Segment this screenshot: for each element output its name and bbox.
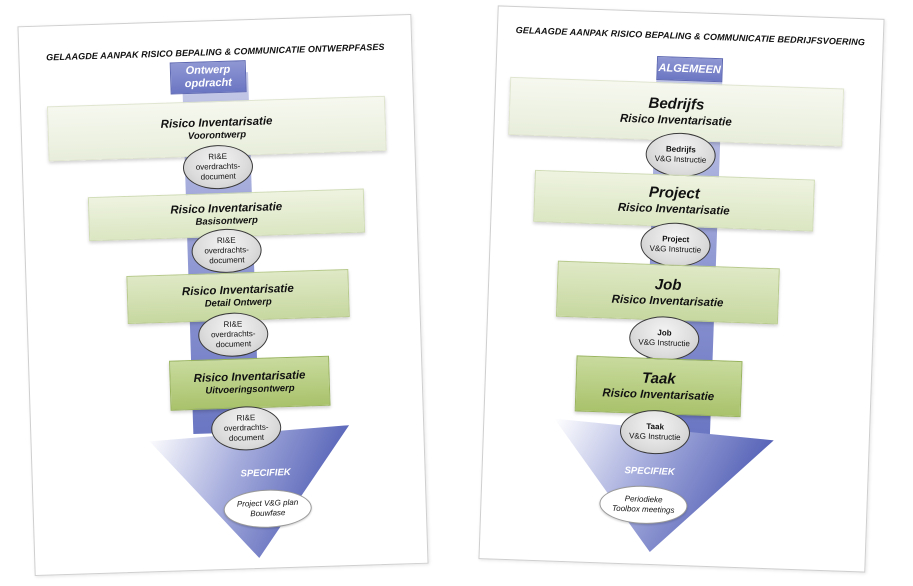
oval-text: V&G Instructie (638, 337, 691, 349)
right-band-taak: Taak Risico Inventarisatie (574, 355, 743, 418)
left-specifiek-label: SPECIFIEK (240, 466, 291, 480)
right-band-4-title: Taak (641, 369, 676, 388)
right-band-2-subtitle: Risico Inventarisatie (617, 201, 730, 218)
oval-text: V&G Instructie (654, 153, 707, 165)
oval-text: document (209, 255, 245, 266)
end-oval-text: Toolbox meetings (611, 503, 675, 515)
left-page-title: GELAAGDE AANPAK RISICO BEPALING & COMMUN… (45, 41, 385, 63)
left-band-2-subtitle: Basisontwerp (195, 214, 258, 228)
oval-text: RI&E (208, 151, 228, 162)
left-header-line2: opdracht (184, 76, 233, 91)
right-header-box: ALGEMEEN (656, 56, 724, 83)
left-oval-3: RI&E overdrachts- document (197, 311, 269, 358)
left-band-3-subtitle: Detail Ontwerp (204, 296, 272, 310)
right-band-2-title: Project (648, 183, 701, 203)
left-band-4-subtitle: Uitvoeringsontwerp (205, 382, 295, 397)
oval-text: Taak (646, 421, 665, 432)
oval-text: Job (657, 328, 672, 338)
oval-text: RI&E (223, 319, 243, 329)
right-band-4-subtitle: Risico Inventarisatie (602, 387, 715, 404)
right-band-3-title: Job (654, 276, 682, 294)
right-arrow-head (554, 418, 774, 553)
oval-text: V&G Instructie (649, 243, 702, 255)
left-header-box: Ontwerp opdracht (169, 60, 247, 95)
right-header-label: ALGEMEEN (658, 61, 722, 76)
right-document-page: GELAAGDE AANPAK RISICO BEPALING & COMMUN… (478, 5, 885, 573)
end-oval-text: Bouwfase (250, 508, 286, 519)
left-band-1-subtitle: Voorontwerp (187, 128, 247, 142)
oval-text: V&G Instructie (628, 431, 681, 443)
left-band-uitvoeringsontwerp: Risico Inventarisatie Uitvoeringsontwerp (169, 355, 331, 411)
left-document-page: GELAAGDE AANPAK RISICO BEPALING & COMMUN… (17, 13, 429, 577)
oval-text: document (215, 339, 252, 350)
right-page-title: GELAAGDE AANPAK RISICO BEPALING & COMMUN… (515, 25, 866, 48)
right-band-job: Job Risico Inventarisatie (555, 260, 780, 325)
oval-text: RI&E (216, 235, 236, 246)
right-band-3-subtitle: Risico Inventarisatie (611, 293, 724, 310)
oval-text: document (200, 171, 236, 182)
right-band-1-subtitle: Risico Inventarisatie (619, 112, 732, 129)
oval-text: RI&E (236, 413, 256, 423)
oval-text: document (228, 432, 265, 443)
right-band-1-title: Bedrijfs (648, 94, 705, 114)
